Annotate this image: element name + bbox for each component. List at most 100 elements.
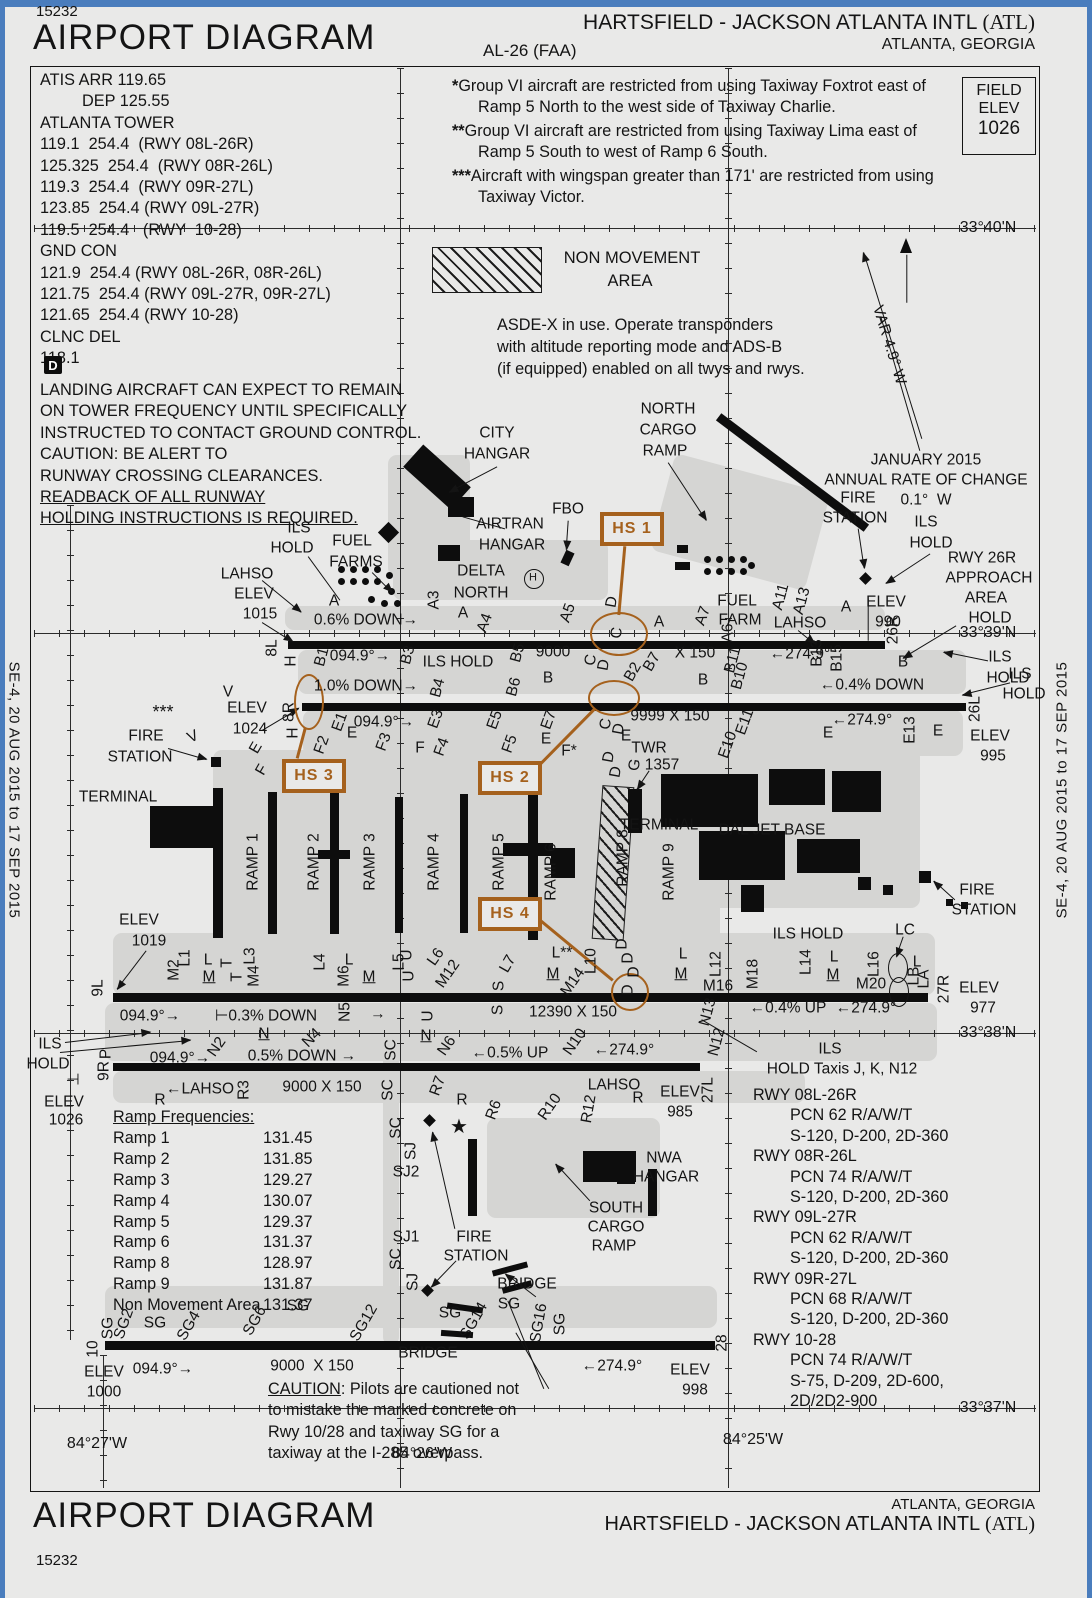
note-marker: * xyxy=(452,77,459,95)
arrowhead-icon xyxy=(180,1035,192,1045)
map-label: SJ2 xyxy=(392,1163,420,1181)
map-label: 094.9°→ xyxy=(353,713,415,731)
map-label: 10 xyxy=(84,1340,102,1358)
map-label: FIRE xyxy=(959,881,995,899)
grid-ruler xyxy=(34,225,1036,232)
fuel-tank-dot xyxy=(728,568,735,575)
map-label: L xyxy=(203,951,213,969)
map-label: RAMP 6 xyxy=(542,843,560,901)
map-label: HOLD xyxy=(986,669,1030,687)
map-label: ←0.4% UP xyxy=(749,999,827,1017)
note-text: Group VI aircraft are restricted from us… xyxy=(464,122,917,161)
map-label: FUEL xyxy=(332,532,372,550)
arrowhead-icon xyxy=(942,648,954,659)
map-label: A3 xyxy=(425,590,443,610)
map-label: HOLD xyxy=(270,539,314,557)
map-label: ILS xyxy=(818,1040,842,1058)
map-label: M xyxy=(826,966,840,984)
fuel-tank-dot xyxy=(362,578,369,585)
ramp-name: Ramp 2 xyxy=(113,1149,170,1168)
map-label: F xyxy=(415,739,425,757)
landing-note-line: INSTRUCTED TO CONTACT GROUND CONTROL. xyxy=(40,423,422,442)
fuel-tank-dot xyxy=(386,572,393,579)
frame-left xyxy=(0,0,5,1598)
map-label: ILS xyxy=(38,1035,62,1053)
map-label: G xyxy=(625,757,645,773)
runway-data-line: S-120, D-200, 2D-360 xyxy=(790,1188,949,1207)
map-label: L** xyxy=(551,944,573,962)
fuel-tank-dot xyxy=(740,568,747,575)
map-label: 12390 X 150 xyxy=(529,1003,617,1021)
map-label: RAMP 4 xyxy=(425,833,443,891)
map-label: RAMP 2 xyxy=(305,833,323,891)
frame-top xyxy=(0,0,1092,7)
map-label: N xyxy=(258,1025,270,1043)
map-label: S xyxy=(490,980,508,992)
airport-name-text: HARTSFIELD - JACKSON ATLANTA INTL xyxy=(604,1513,980,1535)
landing-note-line: ON TOWER FREQUENCY UNTIL SPECIFICALLY xyxy=(40,402,408,421)
map-label: A xyxy=(457,604,469,622)
map-label: M xyxy=(546,965,560,983)
map-label: RAMP 5 xyxy=(490,833,508,891)
runway-data-line: S-75, D-209, 2D-600, xyxy=(790,1371,944,1390)
map-label: 094.9°→ xyxy=(329,647,391,665)
ramp-name: Ramp 6 xyxy=(113,1233,170,1252)
grid-ruler xyxy=(34,1030,1036,1037)
apron-shape xyxy=(113,933,935,995)
building xyxy=(677,545,688,553)
map-label: SC xyxy=(382,1039,400,1061)
map-label: S xyxy=(489,1004,507,1016)
map-label: ←274.9° xyxy=(835,999,897,1017)
map-label: ELEV xyxy=(970,727,1010,745)
fuel-tank-dot xyxy=(728,556,735,563)
map-label: H xyxy=(284,727,302,739)
fuel-tank-dot xyxy=(716,568,723,575)
hotspot-ellipse xyxy=(889,977,909,1007)
map-label: LAHSO xyxy=(587,1076,641,1094)
page-title-top: AIRPORT DIAGRAM xyxy=(33,18,376,57)
map-label: SG xyxy=(551,1312,569,1336)
map-label: 0.6% DOWN→ xyxy=(313,611,419,629)
ramp-frequency: 129.37 xyxy=(263,1212,313,1231)
restriction-notes: * Group VI aircraft are restricted from u… xyxy=(452,76,957,211)
page-title-bottom: AIRPORT DIAGRAM xyxy=(33,1496,376,1535)
map-label: ⊣ xyxy=(66,1071,80,1089)
comm-line: 125.325 254.4 (RWY 08R-26L) xyxy=(40,156,273,175)
map-label: ELEV xyxy=(866,593,906,611)
map-label: X 150 xyxy=(674,644,716,662)
map-label: AREA xyxy=(607,271,653,290)
building xyxy=(528,789,538,940)
comm-line: 121.75 254.4 (RWY 09L-27R, 09R-27L) xyxy=(40,285,331,304)
landing-note-line: HOLDING INSTRUCTIONS IS REQUIRED. xyxy=(40,509,358,528)
map-label: E xyxy=(540,730,552,748)
map-label: D xyxy=(613,938,631,950)
map-label: JANUARY 2015 xyxy=(870,451,982,469)
apron-shape xyxy=(393,540,608,600)
map-label: RAMP 1 xyxy=(244,833,262,891)
map-label: U xyxy=(398,949,416,961)
runway-data-line: PCN 74 R/A/W/T xyxy=(790,1167,913,1186)
map-label: ELEV xyxy=(44,1093,84,1111)
map-label: ←274.9° xyxy=(769,645,831,663)
runway-09l-27r xyxy=(113,993,928,1002)
building xyxy=(448,497,474,517)
map-label: NORTH xyxy=(640,400,696,418)
map-label: STATION xyxy=(822,509,888,527)
map-label: ←LAHSO xyxy=(165,1080,235,1098)
map-label: P xyxy=(97,1048,115,1060)
map-label: L16 xyxy=(865,951,883,977)
runway-08l-26r xyxy=(288,641,885,649)
field-elev-l1: FIELD xyxy=(976,82,1022,99)
building xyxy=(699,831,785,880)
comm-line: ATLANTA TOWER xyxy=(40,113,175,132)
map-label: SC xyxy=(387,1248,405,1270)
hotspot-hs-4: HS 4 xyxy=(478,897,542,931)
map-label: ILS HOLD xyxy=(422,653,494,671)
map-label: ELEV xyxy=(660,1083,700,1101)
map-label: R xyxy=(456,1091,468,1109)
map-label: R xyxy=(154,1091,166,1109)
ramp-frequency: 131.45 xyxy=(263,1128,313,1147)
map-label: RWY 26R xyxy=(947,549,1017,567)
